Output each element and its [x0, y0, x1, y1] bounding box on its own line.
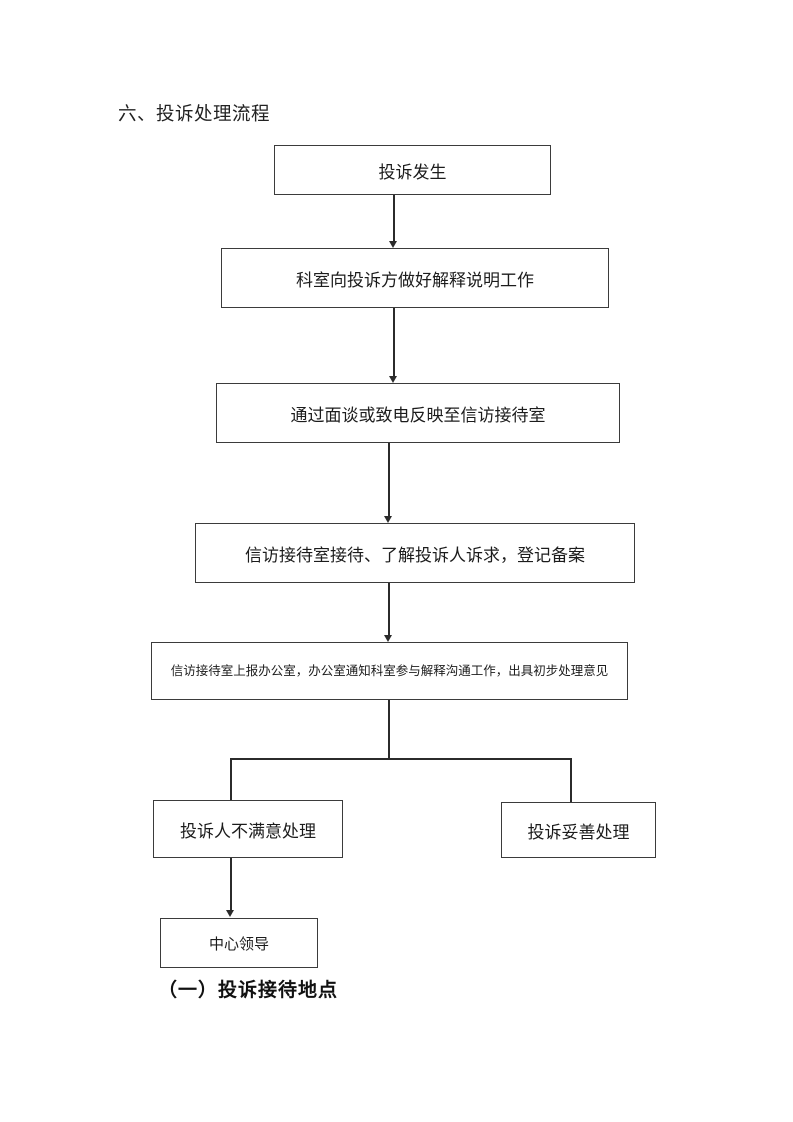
- flow-node-label: 科室向投诉方做好解释说明工作: [296, 270, 534, 291]
- flow-node-center-leadership: 中心领导: [160, 918, 318, 968]
- flow-node-report-to-reception: 通过面谈或致电反映至信访接待室: [216, 383, 620, 443]
- flow-node-label: 投诉人不满意处理: [180, 821, 316, 842]
- connector-n3-n4: [388, 443, 390, 516]
- flow-node-label: 信访接待室接待、了解投诉人诉求，登记备案: [245, 545, 585, 566]
- flow-node-reception-registers: 信访接待室接待、了解投诉人诉求，登记备案: [195, 523, 635, 583]
- flow-node-label: 信访接待室上报办公室，办公室通知科室参与解释沟通工作，出具初步处理意见: [170, 663, 609, 678]
- flow-node-complaint-occurs: 投诉发生: [274, 145, 551, 195]
- connector-n4-n5: [388, 583, 390, 635]
- connector-branch-bar: [230, 758, 571, 760]
- flow-node-label: 投诉妥善处理: [527, 822, 630, 843]
- connector-branch-left: [230, 758, 232, 801]
- arrowhead-n3-n4: [384, 516, 392, 523]
- page-title: 六、投诉处理流程: [118, 104, 271, 125]
- connector-n1-n2: [393, 195, 395, 241]
- flow-node-department-explains: 科室向投诉方做好解释说明工作: [221, 248, 609, 308]
- connector-branch-right: [570, 758, 572, 803]
- arrowhead-n6-n8: [226, 910, 234, 917]
- arrowhead-n4-n5: [384, 635, 392, 642]
- flow-node-complaint-resolved: 投诉妥善处理: [501, 802, 656, 858]
- connector-n2-n3: [393, 308, 395, 376]
- flow-node-label: 投诉发生: [378, 162, 447, 183]
- connector-n5-branch-stem: [388, 700, 390, 759]
- connector-n6-n8: [230, 858, 232, 910]
- footer-subsection-heading: （一）投诉接待地点: [158, 979, 339, 1001]
- arrowhead-n1-n2: [389, 241, 397, 248]
- flow-node-label: 通过面谈或致电反映至信访接待室: [290, 405, 546, 426]
- flow-node-complainant-unsatisfied: 投诉人不满意处理: [153, 800, 343, 858]
- flow-node-label: 中心领导: [208, 934, 269, 953]
- arrowhead-n2-n3: [389, 376, 397, 383]
- flow-node-office-initial-opinion: 信访接待室上报办公室，办公室通知科室参与解释沟通工作，出具初步处理意见: [151, 642, 628, 700]
